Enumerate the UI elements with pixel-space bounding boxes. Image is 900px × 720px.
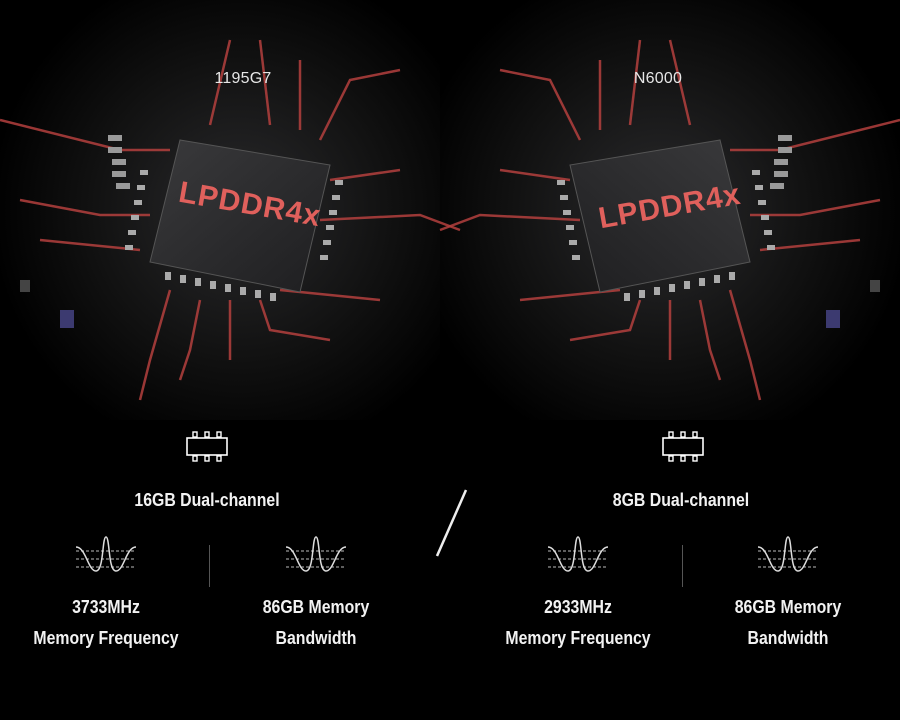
memory-chip-icon (186, 431, 228, 462)
left-bandwidth-label: Bandwidth (275, 628, 357, 648)
right-divider (682, 545, 683, 587)
left-divider (209, 545, 210, 587)
left-frequency-value: 3733MHz (72, 597, 140, 617)
waveform-icon (547, 536, 609, 572)
left-bandwidth-value: 86GB Memory (262, 597, 370, 617)
left-capacity: 16GB Dual-channel (134, 490, 280, 510)
right-bandwidth-value: 86GB Memory (734, 597, 842, 617)
right-title: N6000 (633, 70, 683, 87)
right-bandwidth-label: Bandwidth (747, 628, 829, 648)
waveform-icon (75, 536, 137, 572)
waveform-icon (285, 536, 347, 572)
slash-divider (435, 489, 468, 557)
waveform-icon (757, 536, 819, 572)
left-frequency-label: Memory Frequency (33, 628, 179, 648)
left-title: 1195G7 (214, 70, 272, 87)
right-frequency-value: 2933MHz (544, 597, 612, 617)
right-capacity: 8GB Dual-channel (612, 490, 750, 510)
right-frequency-label: Memory Frequency (505, 628, 651, 648)
memory-chip-icon (662, 431, 704, 462)
